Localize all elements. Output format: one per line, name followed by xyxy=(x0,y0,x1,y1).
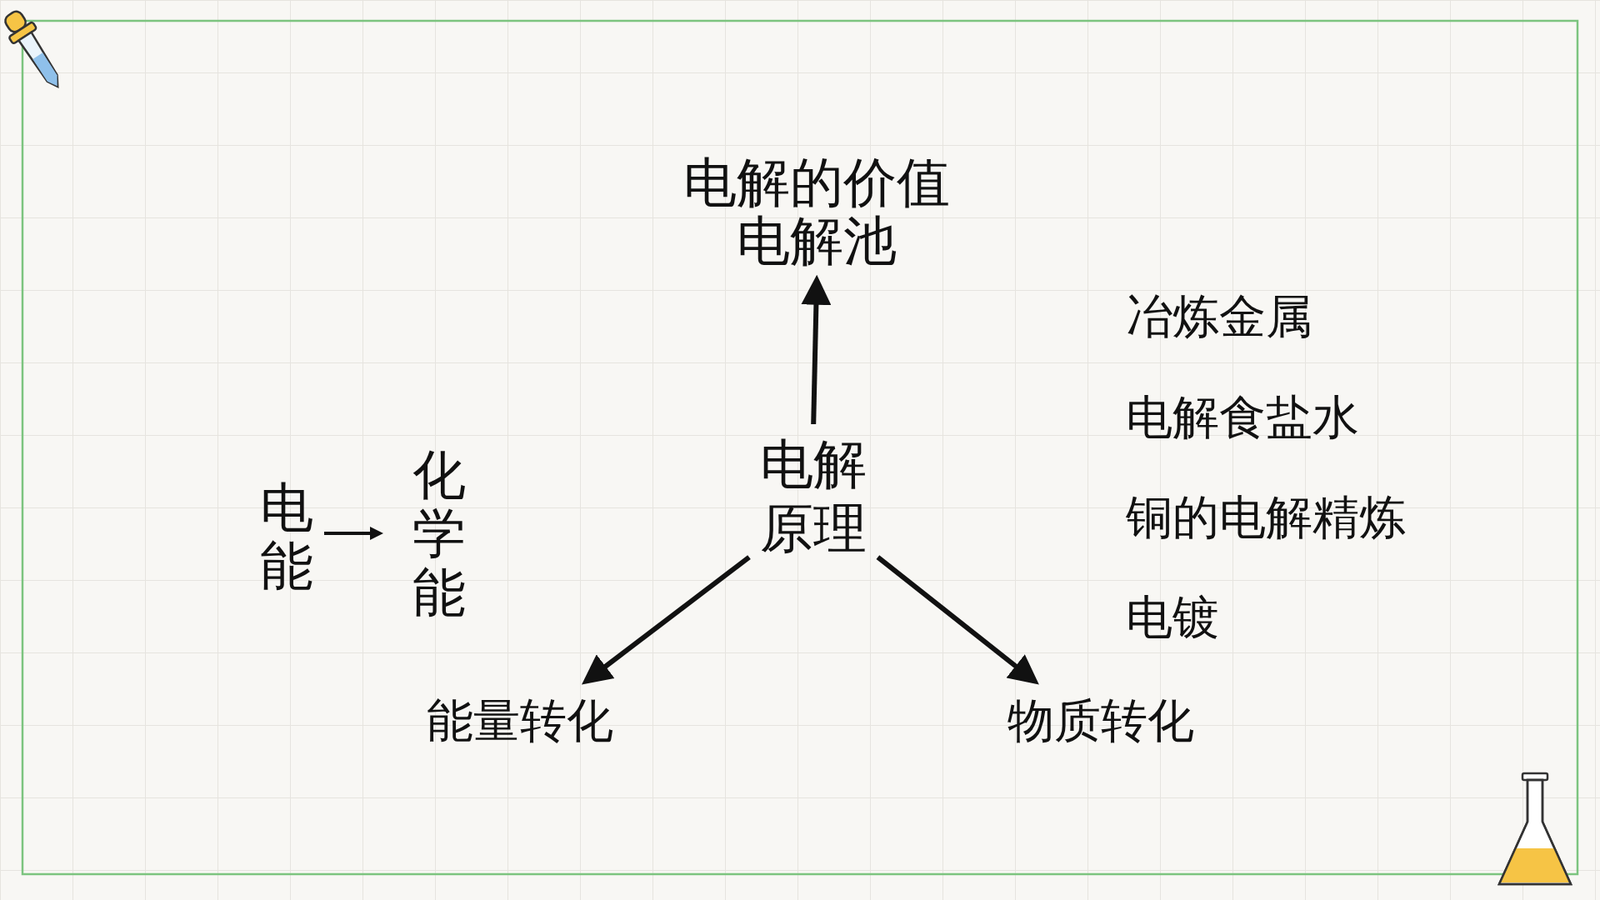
application-item: 铜的电解精炼 xyxy=(1125,486,1406,550)
flask-icon xyxy=(1499,773,1571,885)
application-item: 电解食盐水 xyxy=(1125,386,1360,450)
energy-label: 化学能 xyxy=(412,445,466,622)
dropper-icon xyxy=(0,6,70,95)
branch-topic: 电解的价值电解池 xyxy=(680,150,954,275)
branch-topic: 物质转化 xyxy=(1004,686,1198,757)
application-item: 电镀 xyxy=(1125,586,1220,650)
application-item: 冶炼金属 xyxy=(1125,285,1313,350)
node-title: 电解 原理 xyxy=(757,432,870,561)
node-title: 电解的价值 xyxy=(683,153,950,212)
page-frame xyxy=(22,20,1578,875)
core-topic: 电解 原理 xyxy=(754,429,873,565)
arrow-connector xyxy=(877,557,1033,680)
energy-label: 电能 xyxy=(260,478,314,596)
branch-topic: 能量转化 xyxy=(423,686,617,757)
arrow-connector xyxy=(587,557,750,680)
node-subtitle: 电解池 xyxy=(683,211,950,270)
energy-arrow xyxy=(324,526,384,540)
node-title: 物质转化 xyxy=(1007,690,1195,754)
node-title: 能量转化 xyxy=(426,690,614,754)
arrow-connector xyxy=(813,282,817,425)
